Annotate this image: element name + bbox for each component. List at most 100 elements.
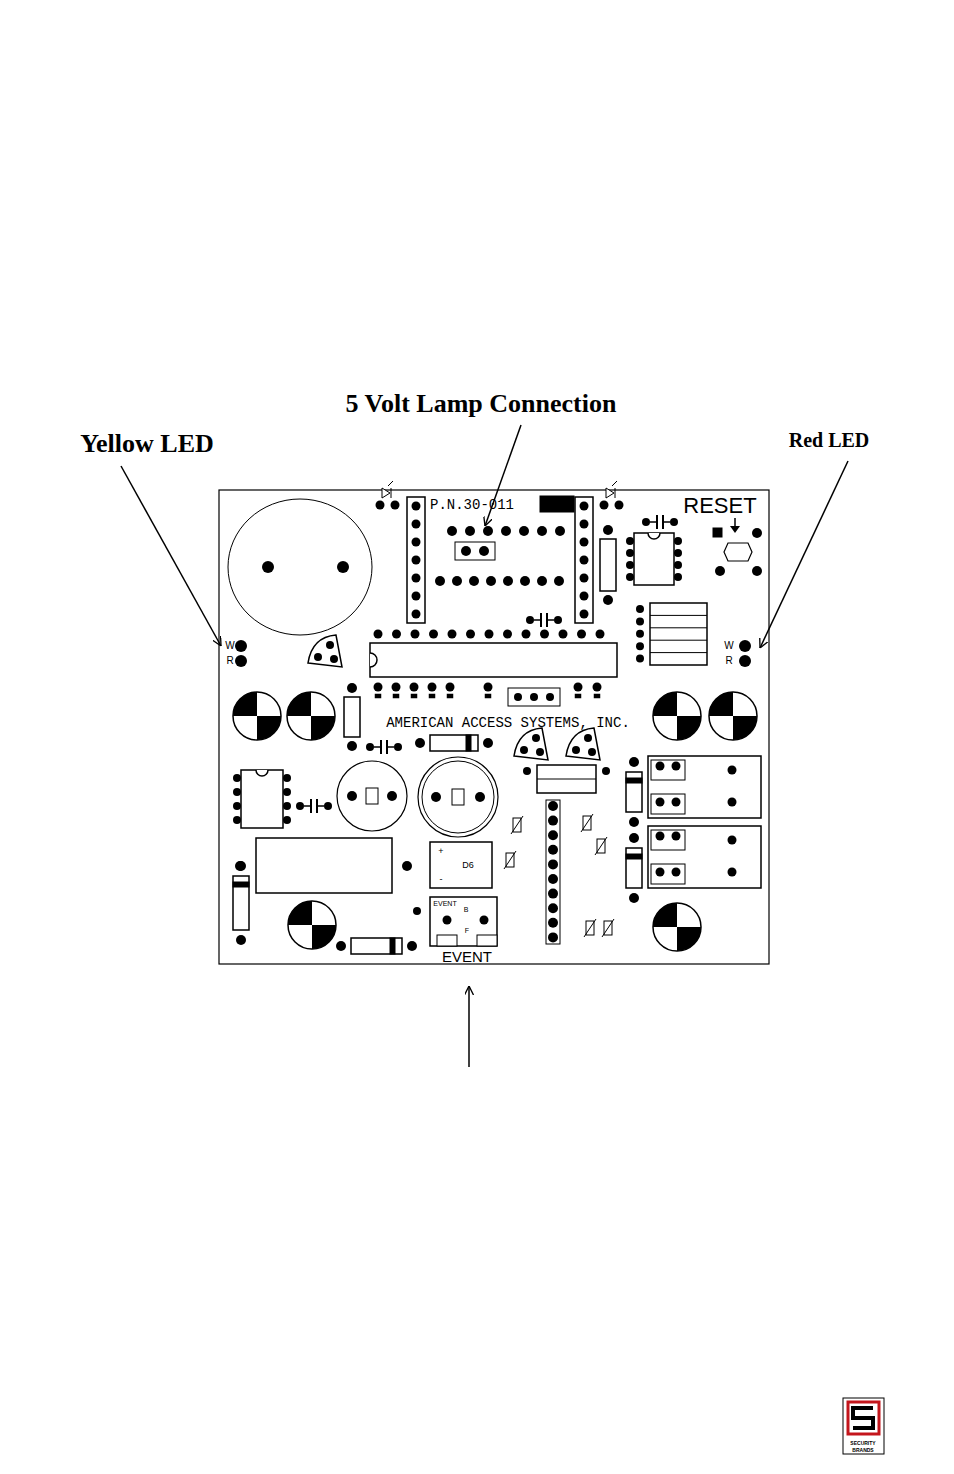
solder-pad: [752, 528, 762, 538]
solder-pad: [530, 693, 538, 701]
solder-pad: [376, 501, 385, 510]
solder-pad: [394, 743, 402, 751]
solder-pad: [580, 520, 589, 529]
logo-frame: [843, 1398, 884, 1454]
solder-pad: [461, 546, 471, 556]
mounting-quadrant: [287, 692, 311, 716]
solder-pad: [548, 859, 558, 869]
solder-pad: [574, 683, 583, 692]
mounting-quadrant: [653, 903, 677, 927]
solder-pad: [636, 642, 644, 650]
solder-pad: [452, 576, 462, 586]
circuit-board: [219, 490, 769, 964]
solder-pad: [296, 802, 304, 810]
pad-mark: [429, 694, 435, 698]
solder-pad: [526, 616, 534, 624]
solder-pad: [584, 734, 592, 742]
electrolytic-capacitor: [422, 761, 494, 833]
solder-pad: [522, 630, 531, 639]
relay-terminal: [651, 794, 685, 814]
solder-pad: [548, 801, 558, 811]
solder-pad: [446, 683, 455, 692]
inductor-block: [537, 765, 596, 793]
relay-terminal: [651, 864, 685, 884]
diode-body: [233, 876, 249, 930]
board-label: SECURITY: [850, 1441, 875, 1446]
solder-pad: [387, 791, 397, 801]
board-label: R: [226, 656, 233, 666]
solder-pad: [407, 941, 417, 951]
resistor-divider: [650, 640, 707, 641]
mounting-quadrant: [677, 716, 701, 740]
mounting-quadrant: [709, 692, 733, 716]
mounting-quadrant: [288, 901, 312, 925]
solder-pad: [548, 830, 558, 840]
pad-mark: [411, 694, 417, 698]
capacitor-body: [452, 789, 464, 805]
mounting-quadrant: [311, 716, 335, 740]
solder-pad: [336, 941, 346, 951]
pad-mark: [375, 694, 381, 698]
solder-pad: [674, 537, 682, 545]
resistor-divider: [650, 652, 707, 653]
diode-band: [626, 778, 642, 783]
varistor-slash: [581, 814, 593, 832]
capacitor-plate: [380, 740, 382, 754]
solder-pad: [739, 640, 751, 652]
solder-pad: [374, 683, 383, 692]
solder-pad: [415, 738, 425, 748]
mounting-hole: [288, 901, 336, 949]
solder-pad: [501, 526, 511, 536]
solder-pad: [413, 907, 421, 915]
board-label: AMERICAN ACCESS SYSTEMS, INC.: [386, 716, 630, 730]
solder-pad: [262, 561, 274, 573]
board-label: BRANDS: [852, 1448, 873, 1453]
solder-pad: [580, 574, 589, 583]
solder-pad: [233, 802, 241, 810]
board-label: R: [725, 656, 732, 666]
solder-pad: [636, 655, 644, 663]
solder-pad: [656, 868, 665, 877]
solder-pad: [540, 630, 549, 639]
capacitor-lead: [317, 805, 324, 807]
leader-line: [760, 461, 848, 648]
pad-mark: [393, 694, 399, 698]
solder-pad: [629, 833, 639, 843]
varistor-slash: [595, 837, 607, 855]
solder-pad: [554, 576, 564, 586]
mounting-quadrant: [233, 692, 257, 716]
solder-pad: [233, 816, 241, 824]
diode-band: [626, 854, 642, 859]
transistor-outline: [566, 728, 600, 760]
solder-pad: [429, 630, 438, 639]
solder-pad: [548, 816, 558, 826]
event-connector: [430, 897, 497, 946]
header-3-pin: [508, 688, 560, 706]
leader-line: [468, 986, 470, 1067]
board-label: Yellow LED: [80, 431, 214, 457]
solder-pad: [580, 538, 589, 547]
solder-pad: [479, 546, 489, 556]
board-label: W: [724, 641, 733, 651]
solder-pad: [235, 861, 245, 871]
diode-body: [626, 772, 642, 812]
solder-pad: [391, 501, 400, 510]
solder-pad: [629, 893, 639, 903]
solder-pad: [465, 526, 475, 536]
solder-pad: [236, 935, 246, 945]
pin-one-notch: [648, 533, 660, 539]
solder-pad: [656, 832, 665, 841]
reset-switch: [724, 543, 752, 561]
solder-pad: [326, 641, 334, 649]
solder-pad: [548, 889, 558, 899]
solder-pad: [314, 653, 322, 661]
solder-pad: [347, 683, 357, 693]
relay-terminal: [651, 760, 685, 780]
solder-pad: [283, 788, 291, 796]
mounting-hole: [287, 692, 335, 740]
solder-pad: [235, 640, 247, 652]
solder-pad: [447, 526, 457, 536]
varistor-slash: [511, 816, 523, 834]
solder-pad: [537, 576, 547, 586]
board-label: EVENT: [433, 900, 456, 907]
